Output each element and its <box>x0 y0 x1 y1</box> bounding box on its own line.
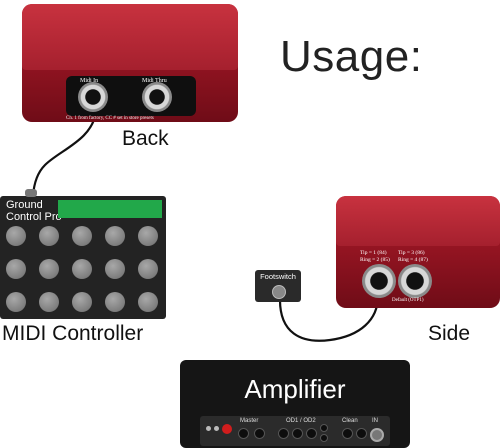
usage-title: Usage: <box>280 32 423 81</box>
footswitch-knob <box>272 285 286 299</box>
footswitch-button <box>138 292 158 312</box>
clean-knob <box>356 428 367 439</box>
standby-led <box>214 426 219 431</box>
controller-label-line1: Ground <box>6 199 43 211</box>
midi-plug <box>25 189 37 197</box>
od-knob <box>306 428 317 439</box>
footswitch-button <box>6 259 26 279</box>
master-label: Master <box>240 418 259 424</box>
footswitch-button <box>72 292 92 312</box>
controller-label-line2: Control Pro <box>6 211 62 223</box>
footswitch-button <box>39 226 59 246</box>
midi-in-jack <box>78 82 108 112</box>
back-fine-print: Ch. 1 from factory, CC # set in store pr… <box>66 116 154 121</box>
single-footswitch: Footswitch <box>255 270 301 302</box>
side-caption: Side <box>428 322 471 345</box>
od-knob <box>278 428 289 439</box>
side-fine-print: Default (OTP1) <box>392 298 424 303</box>
side-jack-left <box>362 264 396 298</box>
od-knob <box>320 434 328 442</box>
midi-in-label: Midi In <box>80 78 99 84</box>
footswitch-button <box>39 259 59 279</box>
power-jewel <box>222 424 232 434</box>
side-right-jack-label: Tip = 3 (86) Ring = 4 (87) <box>398 250 428 264</box>
controller-label: Ground Control Pro <box>6 199 62 223</box>
input-label: IN <box>372 418 378 424</box>
footswitch-button <box>138 226 158 246</box>
power-led <box>206 426 211 431</box>
midi-thru-jack <box>142 82 172 112</box>
input-jack <box>370 428 384 442</box>
side-jack-cable <box>278 295 380 342</box>
side-left-jack-label-line1: Tip = 1 (84) <box>360 250 387 256</box>
od-knob <box>292 428 303 439</box>
master-knob <box>238 428 249 439</box>
footswitch-button <box>138 259 158 279</box>
clean-label: Clean <box>342 418 358 424</box>
footswitch-button <box>105 226 125 246</box>
midi-thru-label: Midi Thru <box>142 78 167 84</box>
footswitch-button <box>105 292 125 312</box>
midi-controller: Ground Control Pro <box>0 196 166 319</box>
footswitch-button <box>6 292 26 312</box>
side-right-jack-label-line2: Ring = 4 (87) <box>398 257 428 263</box>
midi-cable <box>31 111 98 197</box>
back-connector-panel: Midi In Midi Thru <box>66 76 196 116</box>
side-enclosure: Tip = 1 (84) Ring = 2 (85) Tip = 3 (86) … <box>336 196 500 308</box>
back-enclosure: Midi In Midi Thru Ch. 1 from factory, CC… <box>22 4 238 122</box>
back-caption: Back <box>122 127 169 150</box>
side-left-jack-label-line2: Ring = 2 (85) <box>360 257 390 263</box>
footswitch-label: Footswitch <box>260 272 296 281</box>
controller-caption: MIDI Controller <box>2 322 144 345</box>
od-label: OD1 / OD2 <box>286 418 316 424</box>
footswitch-button <box>39 292 59 312</box>
footswitch-button <box>105 259 125 279</box>
footswitch-button <box>72 226 92 246</box>
controller-display <box>58 200 162 218</box>
side-right-jack-label-line1: Tip = 3 (86) <box>398 250 425 256</box>
amplifier-control-panel: Master OD1 / OD2 Clean IN <box>200 416 390 446</box>
amplifier-title: Amplifier <box>244 374 346 404</box>
side-jack-right <box>398 264 432 298</box>
footswitch-button <box>72 259 92 279</box>
clean-knob <box>342 428 353 439</box>
footswitch-button <box>6 226 26 246</box>
master-knob <box>254 428 265 439</box>
od-knob <box>320 424 328 432</box>
side-left-jack-label: Tip = 1 (84) Ring = 2 (85) <box>360 250 390 264</box>
